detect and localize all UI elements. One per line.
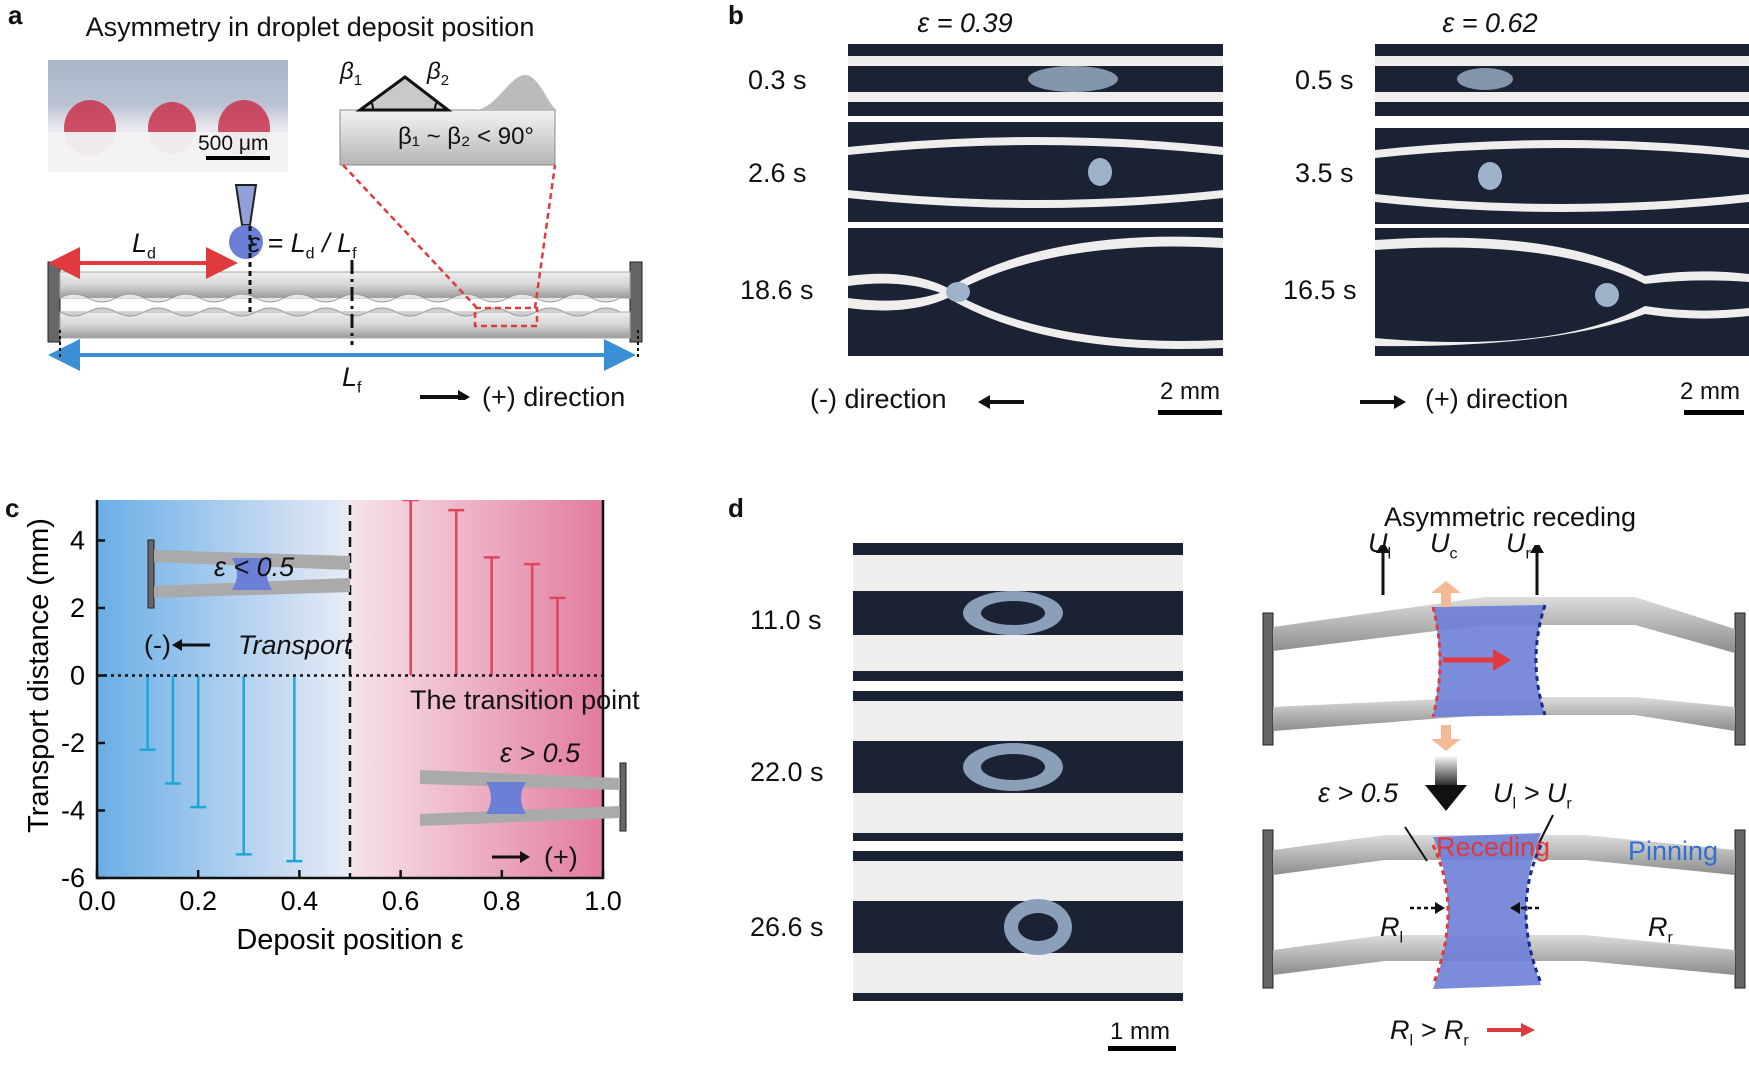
panel-d-scale-bar	[1108, 1046, 1176, 1051]
y-tick-label-3: 0	[70, 661, 85, 691]
x-tick-label-1: 0.2	[179, 886, 217, 916]
panel-b-left-title: ε = 0.39	[917, 8, 1013, 38]
panel-b-left-time-2: 2.6 s	[748, 158, 807, 188]
U-l-label: Ul	[1368, 528, 1392, 563]
y-tick-label-5: -4	[61, 796, 85, 826]
panel-label-a: a	[8, 0, 23, 30]
R-r-label: Rr	[1648, 912, 1673, 947]
Lf-label: Lf	[342, 362, 362, 397]
inset-right-plus: (+)	[544, 842, 578, 872]
photo-b-left-3	[848, 228, 1223, 356]
panel-d-scale-label: 1 mm	[1110, 1018, 1170, 1045]
deposit-photo: 500 μm	[48, 60, 288, 172]
U-c-label: Uc	[1430, 528, 1458, 563]
condition-U: Ul > Ur	[1493, 778, 1572, 813]
condition-epsilon: ε > 0.5	[1318, 778, 1399, 808]
contact-angle-schematic	[339, 75, 558, 166]
panel-b-left-scale-label: 2 mm	[1160, 378, 1220, 405]
U-r-label: Ur	[1506, 528, 1531, 563]
photo-d-3	[853, 851, 1183, 1001]
panel-d-time-2: 22.0 s	[750, 757, 824, 787]
panel-b-right-direction: (+) direction	[1425, 384, 1569, 414]
inset-left-title: ε < 0.5	[214, 552, 295, 582]
inset-left-minus: (-)	[144, 630, 171, 660]
photo-b-right-1	[1375, 44, 1749, 116]
panel-b-right-title: ε = 0.62	[1442, 8, 1538, 38]
inset-left-transport: Transport	[238, 630, 352, 660]
panel-b-left-time-3: 18.6 s	[740, 275, 814, 305]
x-tick-label-0: 0.0	[78, 886, 116, 916]
x-tick-label-4: 0.8	[483, 886, 521, 916]
photo-b-right-3	[1375, 228, 1749, 356]
panel-d-time-3: 26.6 s	[750, 912, 824, 942]
pinning-label: Pinning	[1628, 836, 1719, 866]
y-tick-label-1: 4	[70, 526, 85, 556]
y-tick-label-4: -2	[61, 728, 85, 758]
panel-b-left-time-1: 0.3 s	[748, 65, 807, 95]
inset-right-schematic	[420, 762, 627, 832]
photo-b-left-2	[848, 122, 1223, 222]
panel-b-right-scale-label: 2 mm	[1680, 378, 1740, 405]
panel-label-b: b	[728, 0, 744, 30]
receding-label: Receding	[1436, 832, 1551, 862]
transition-point-label: The transition point	[410, 685, 640, 715]
transport-distance-chart: 0.00.20.40.60.81.06420-2-4-6 Transport d…	[23, 500, 627, 956]
panel-b-left-scale-bar	[1158, 410, 1222, 415]
panel-d-time-1: 11.0 s	[750, 605, 822, 635]
photo-b-left-1	[848, 44, 1223, 116]
panel-b-right-time-3: 16.5 s	[1283, 275, 1357, 305]
panel-b-left-arrow	[978, 395, 1024, 409]
R-relation: Rl > Rr	[1390, 1015, 1469, 1050]
chart-ticks: 0.00.20.40.60.81.06420-2-4-6	[61, 526, 622, 917]
panel-label-c: c	[5, 493, 20, 523]
x-tick-label-2: 0.4	[281, 886, 319, 916]
y-tick-label-6: -6	[61, 863, 85, 893]
panel-a-direction: (+) direction	[482, 382, 626, 412]
receding-schematic	[1262, 545, 1746, 1037]
inset-right-title: ε > 0.5	[500, 738, 581, 768]
y-axis-label: Transport distance (mm)	[23, 518, 55, 833]
x-axis-label: Deposit position ε	[236, 924, 463, 956]
deposit-scale-bar-label: 500 μm	[198, 132, 269, 155]
y-tick-label-2: 2	[70, 593, 85, 623]
photo-b-right-2	[1375, 128, 1749, 224]
panel-b-right-arrow	[1360, 395, 1406, 409]
beta1-label: β1	[340, 58, 363, 89]
fiber-schematic	[47, 164, 643, 400]
photo-d-2	[853, 691, 1183, 841]
inset-left-schematic	[147, 539, 350, 609]
chart-bars	[139, 500, 566, 863]
panel-a-title: Asymmetry in droplet deposit position	[85, 12, 535, 42]
panel-b-right-scale-bar	[1684, 410, 1744, 415]
beta2-label: β2	[427, 58, 450, 89]
panel-label-d: d	[728, 493, 744, 523]
panel-b-right-time-2: 3.5 s	[1295, 158, 1354, 188]
beta-relation: β₁ ~ β₂ < 90°	[398, 123, 535, 150]
photo-d-1	[853, 543, 1183, 681]
deposit-photo-drawing	[48, 100, 288, 172]
x-tick-label-5: 1.0	[584, 886, 622, 916]
x-tick-label-3: 0.6	[382, 886, 420, 916]
panel-b-right-time-1: 0.5 s	[1295, 65, 1354, 95]
epsilon-formula: ε = Ld / Lf	[248, 228, 357, 263]
panel-b-left-direction: (-) direction	[810, 384, 947, 414]
Ld-label: Ld	[132, 228, 156, 263]
R-l-label: Rl	[1380, 912, 1404, 947]
diagram-title: Asymmetric receding	[1383, 502, 1637, 532]
